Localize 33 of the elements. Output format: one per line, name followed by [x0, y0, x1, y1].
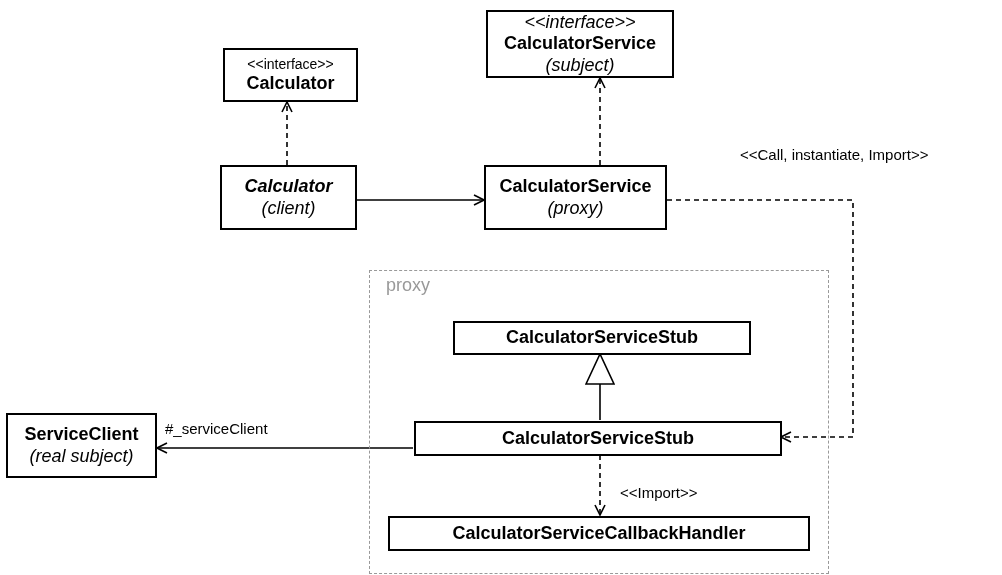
stereotype-label: <<interface>> [524, 11, 636, 34]
role-label: (real subject) [29, 445, 134, 468]
arrow [281, 101, 293, 166]
class-box [486, 10, 674, 78]
edge-label: <<Call, instantiate, Import>> [738, 146, 931, 163]
class-name: CalculatorService [503, 33, 657, 55]
class-name: ServiceClient [24, 423, 139, 446]
package-frame [369, 270, 829, 574]
class-box [414, 421, 782, 456]
class-box [388, 516, 810, 551]
class-box [220, 165, 357, 230]
arrow [156, 442, 414, 454]
class-box [453, 321, 751, 355]
package-name: proxy [386, 275, 430, 296]
edge-label: #_serviceClient [163, 420, 270, 437]
generalization-arrow [585, 353, 615, 421]
class-name: CalculatorServiceStub [505, 327, 699, 349]
role-label: (client) [261, 197, 316, 220]
class-box [484, 165, 667, 230]
role-label: (subject) [545, 54, 615, 77]
arrow [594, 454, 606, 516]
arrow [356, 194, 485, 206]
class-name: CalculatorService [499, 175, 652, 198]
class-name: Calculator [246, 72, 335, 95]
stereotype-label: <<interface>> [247, 55, 334, 73]
arrow [594, 77, 606, 166]
role-label: (proxy) [547, 197, 604, 220]
class-name: CalculatorServiceCallbackHandler [452, 522, 746, 545]
class-name: Calculator [244, 175, 333, 198]
class-box [223, 48, 358, 102]
class-box [6, 413, 157, 478]
class-name: CalculatorServiceStub [501, 427, 695, 450]
arrow [666, 199, 854, 443]
